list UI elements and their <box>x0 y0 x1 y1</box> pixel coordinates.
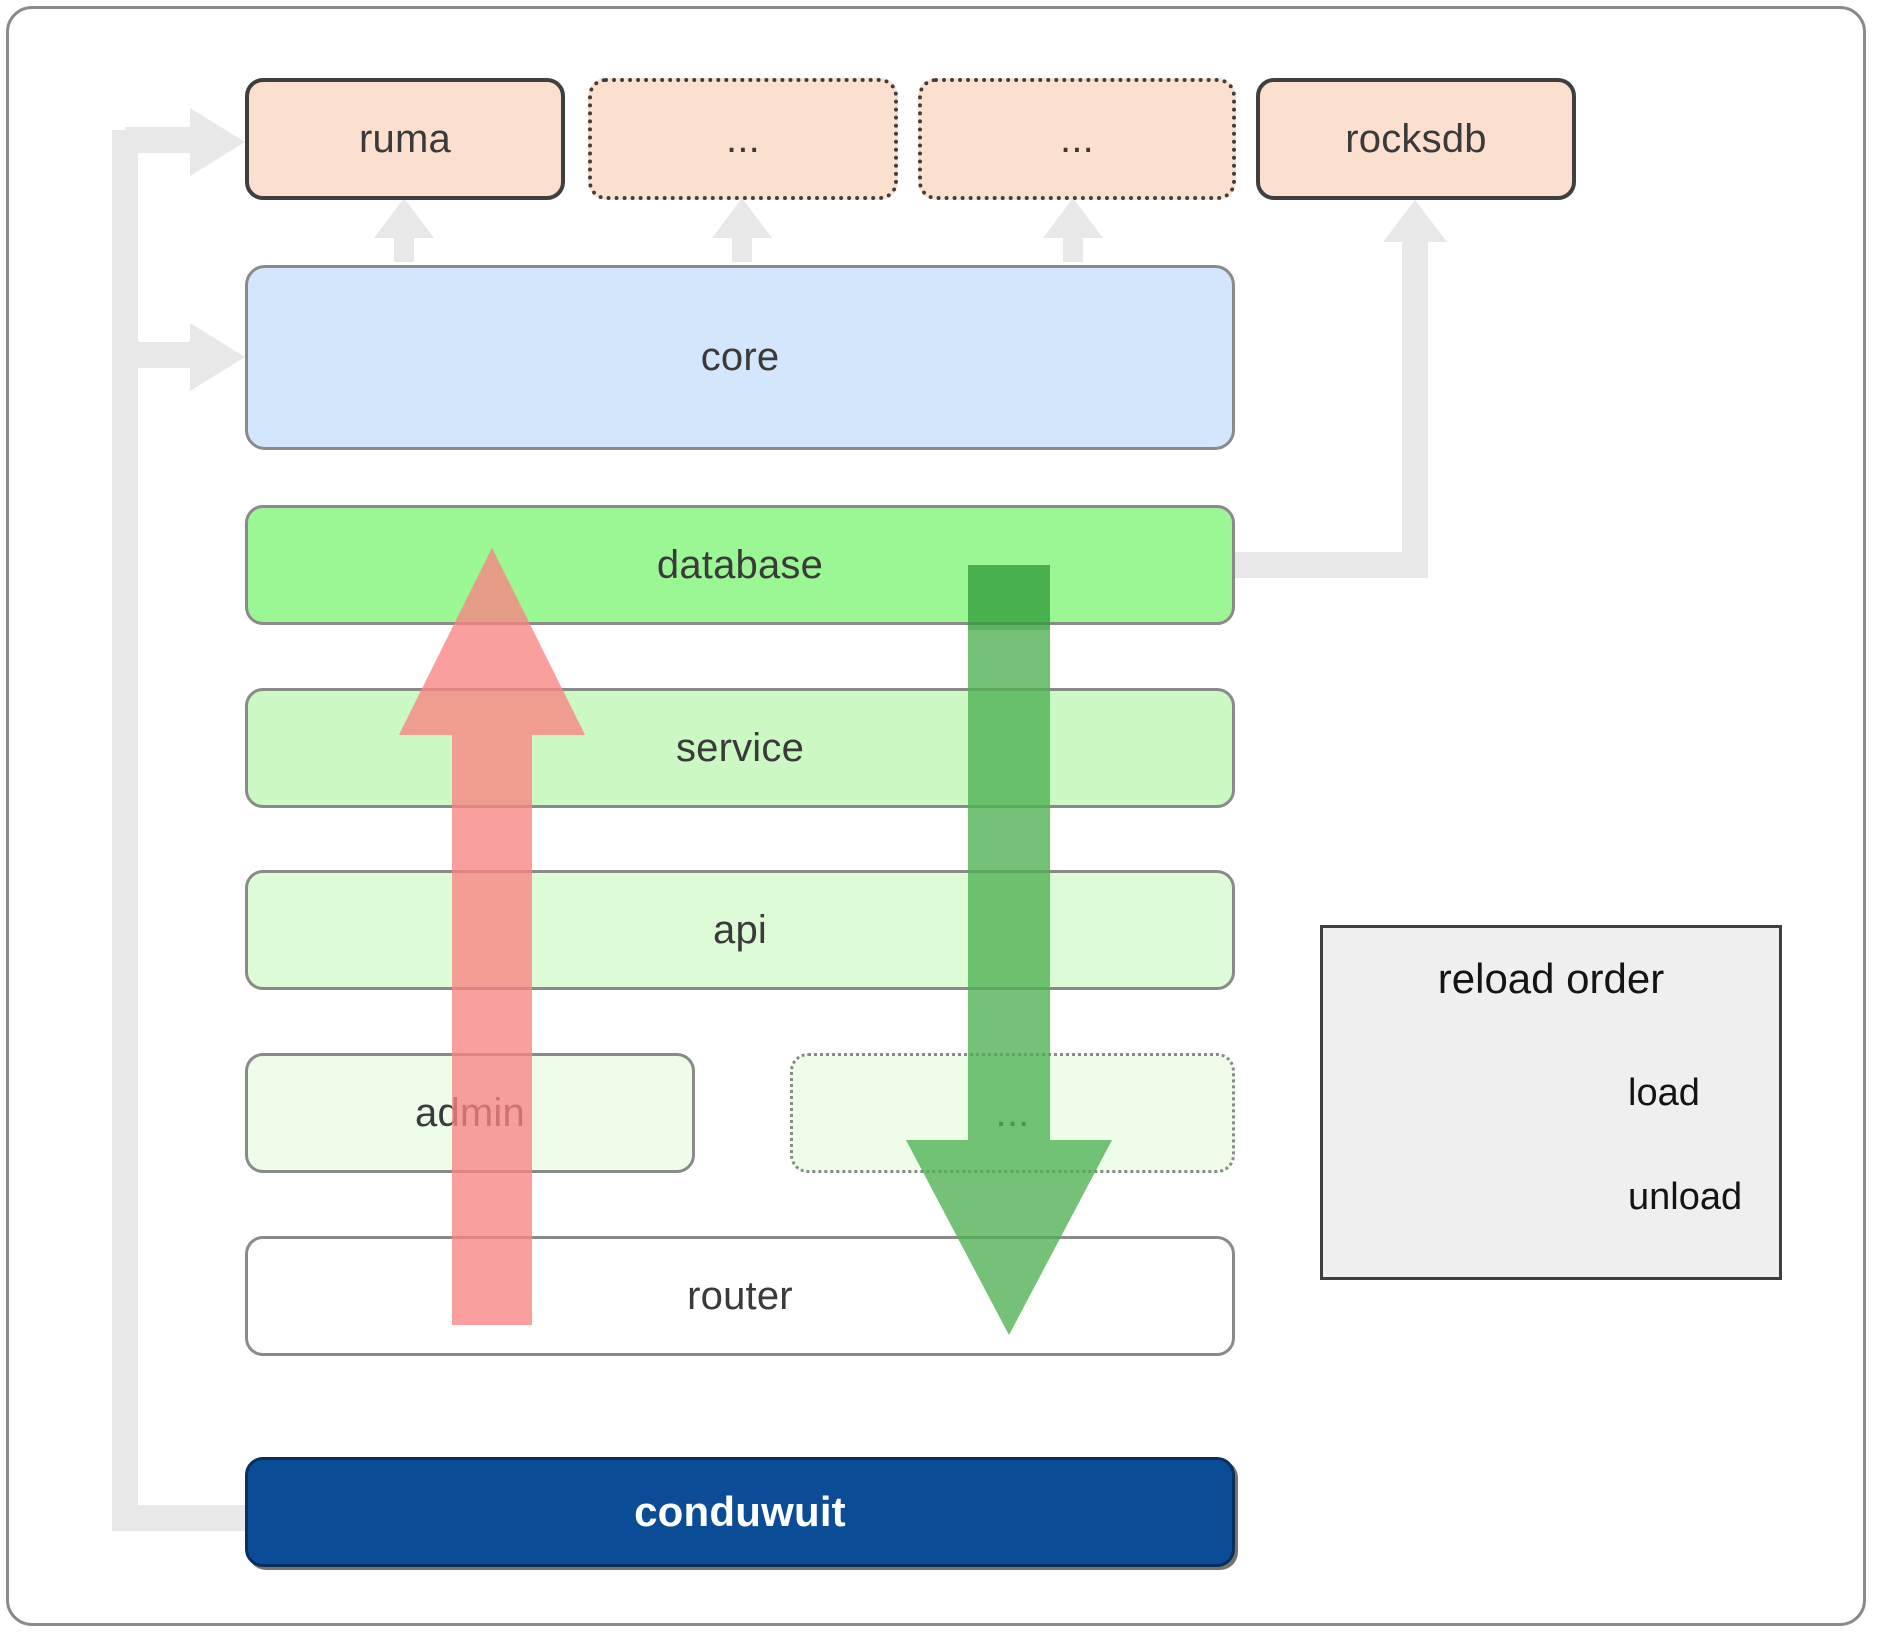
node-service[interactable]: service <box>245 688 1235 808</box>
legend-label-load: load <box>1628 1072 1700 1114</box>
node-label: service <box>675 725 805 770</box>
node-label: ... <box>995 1090 1030 1135</box>
node-database[interactable]: database <box>245 505 1235 625</box>
node-api[interactable]: api <box>245 870 1235 990</box>
node-label: database <box>656 542 824 587</box>
node-dots-2[interactable]: ... <box>918 78 1236 200</box>
node-rocksdb[interactable]: rocksdb <box>1256 78 1576 200</box>
node-router[interactable]: router <box>245 1236 1235 1356</box>
node-admin[interactable]: admin <box>245 1053 695 1173</box>
legend-label-unload: unload <box>1628 1176 1743 1218</box>
node-label: ... <box>1060 116 1094 161</box>
node-label: ruma <box>359 116 451 161</box>
node-label: api <box>713 907 767 952</box>
node-label: admin <box>415 1090 525 1135</box>
node-label: router <box>687 1273 793 1318</box>
legend-title: reload order <box>1437 955 1665 1002</box>
node-label: rocksdb <box>1345 116 1487 161</box>
node-conduwuit[interactable]: conduwuit <box>245 1457 1235 1567</box>
node-label: conduwuit <box>634 1488 846 1535</box>
node-core[interactable]: core <box>245 265 1235 450</box>
node-dots-1[interactable]: ... <box>588 78 898 200</box>
node-label: ... <box>726 116 760 161</box>
node-ruma[interactable]: ruma <box>245 78 565 200</box>
node-dots-3[interactable]: ... <box>790 1053 1235 1173</box>
diagram-frame <box>6 6 1866 1626</box>
node-label: core <box>700 335 780 379</box>
